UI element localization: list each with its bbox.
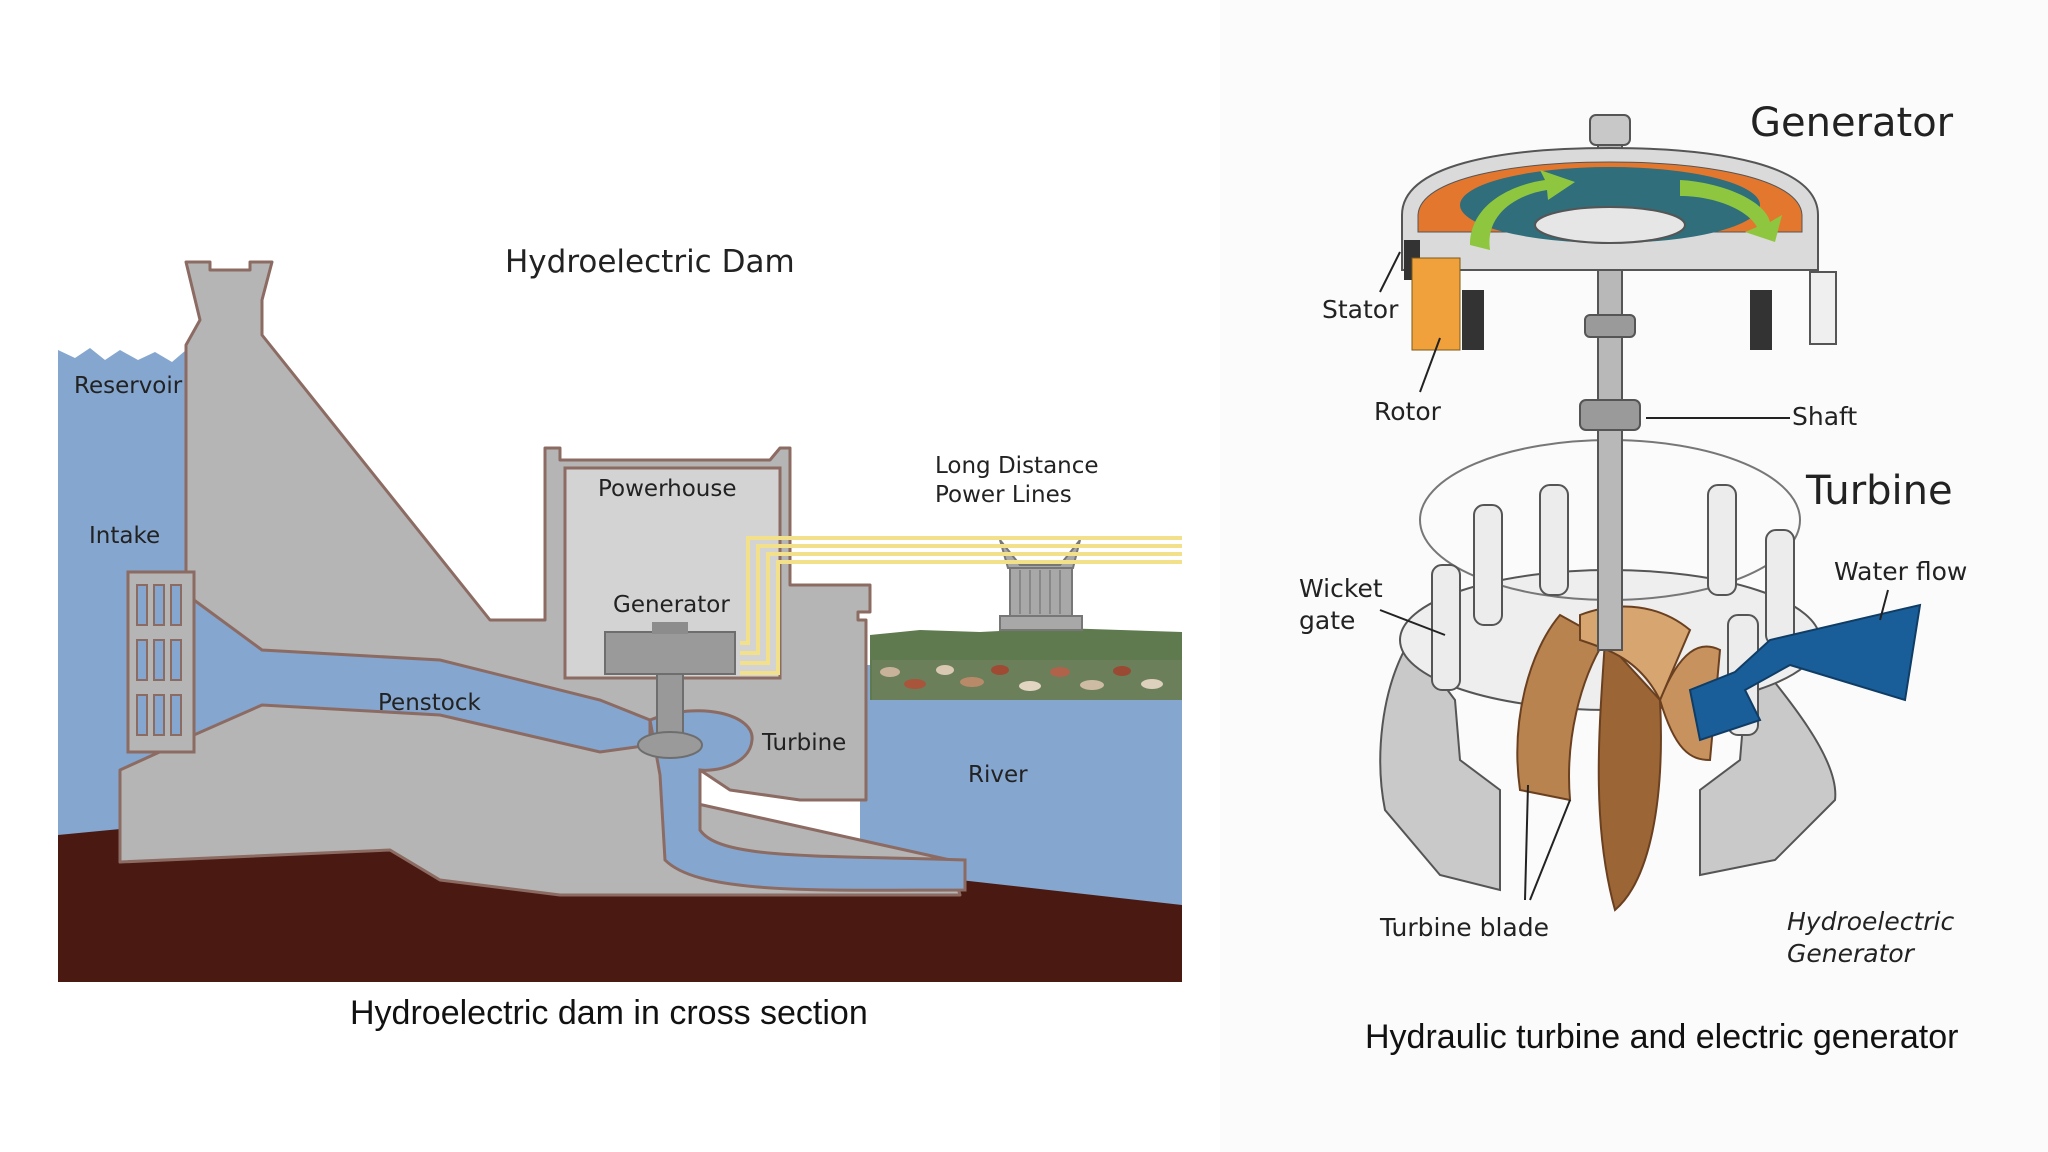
footer-label-2: Generator	[1787, 939, 1916, 968]
river-water	[860, 665, 1182, 910]
power-lines-label-1: Long Distance	[935, 453, 1099, 479]
turbine-label: Turbine	[761, 730, 846, 756]
shaft-cap	[1589, 114, 1631, 146]
turbine-blade-label: Turbine blade	[1379, 913, 1549, 942]
leader-lines	[1379, 251, 1889, 901]
rotor-label: Rotor	[1374, 397, 1442, 426]
power-lines-label-2: Power Lines	[935, 482, 1072, 508]
powerhouse-label: Powerhouse	[598, 476, 737, 502]
dam-caption: Hydroelectric dam in cross section	[350, 994, 868, 1032]
dam-title: Hydroelectric Dam	[505, 244, 795, 280]
generator-unit	[604, 622, 736, 759]
dam-body	[118, 260, 962, 897]
water-flow-label: Water flow	[1834, 557, 1967, 586]
generator-title: Generator	[1750, 100, 1954, 146]
wicket-gate-label-1: Wicket	[1299, 574, 1383, 603]
footer-label-1: Hydroelectric	[1787, 907, 1955, 936]
river-stones	[880, 665, 1163, 691]
generator-diagram: Generator Stator Rotor Shaft Turbine Wic…	[1299, 100, 1967, 968]
water-flow-arrow	[1688, 603, 1922, 742]
river-label: River	[968, 762, 1028, 788]
rotor-hub	[1534, 206, 1686, 244]
turbine-blades	[1516, 605, 1722, 912]
rotation-arrow-left	[1470, 170, 1575, 250]
reservoir-label: Reservoir	[74, 373, 183, 399]
penstock-label: Penstock	[378, 690, 481, 716]
rotation-arrow-right	[1680, 180, 1782, 242]
ground	[58, 828, 1182, 982]
turbine-housing	[1379, 638, 1501, 892]
rotor-pole	[1411, 257, 1461, 351]
shaft-label: Shaft	[1792, 402, 1857, 431]
stator-segment	[1809, 271, 1837, 345]
stator-label: Stator	[1322, 295, 1399, 324]
generator-label: Generator	[613, 592, 730, 618]
wicket-gate-label-2: gate	[1299, 606, 1355, 635]
river-rocks	[872, 660, 1182, 700]
dam-diagram: Hydroelectric Dam Reservoir Intake Power…	[58, 244, 1182, 982]
dam-panel: Hydroelectric Dam Reservoir Intake Power…	[58, 244, 1182, 1032]
intake-label: Intake	[89, 523, 160, 549]
draft-tube	[648, 709, 967, 892]
intake-grate	[126, 570, 196, 754]
generator-panel: Generator Stator Rotor Shaft Turbine Wic…	[1220, 0, 2048, 1152]
transmission-tower	[999, 539, 1083, 631]
turbine-title: Turbine	[1805, 468, 1953, 514]
power-lines	[740, 536, 1182, 675]
shaft-couplings	[1579, 314, 1641, 431]
generator-caption: Hydraulic turbine and electric generator	[1365, 1018, 1959, 1056]
